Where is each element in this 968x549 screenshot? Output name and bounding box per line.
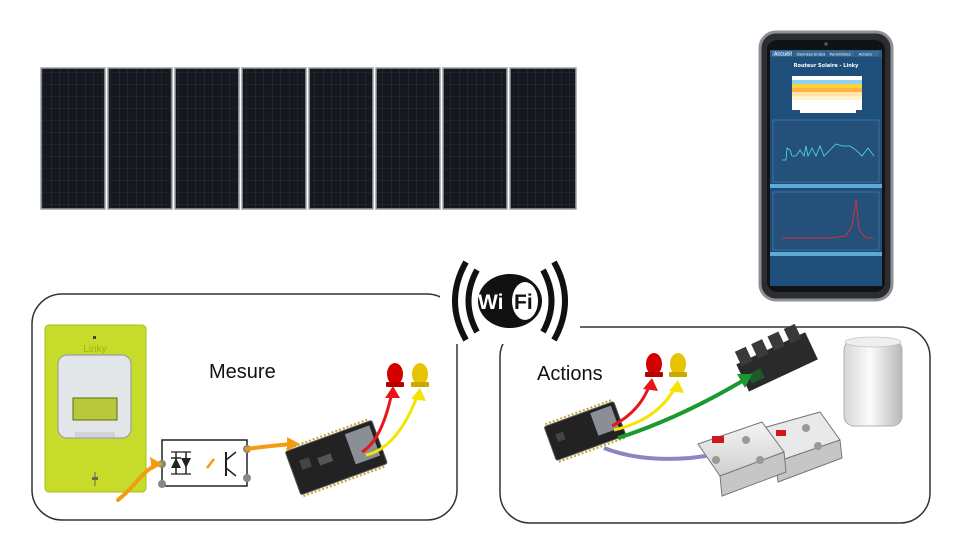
- yellow-wire-measure: [365, 393, 420, 457]
- triac-board-icon: [734, 323, 818, 392]
- wifi-logo-icon: Wi Fi: [440, 258, 580, 344]
- yellow-arrowhead: [411, 388, 426, 401]
- phone-tab-home: Accueil: [774, 52, 792, 58]
- solar-panel-icon: [241, 67, 307, 210]
- solar-panel-icon: [174, 67, 240, 210]
- actions-group-box: [499, 326, 931, 524]
- green-arrowhead: [737, 374, 752, 388]
- linky-meter-icon: [44, 324, 147, 493]
- water-heater-icon: [843, 336, 903, 427]
- solar-panel-icon: [509, 67, 577, 210]
- yellow-led-icon: [411, 363, 429, 387]
- solar-panel-icon: [442, 67, 508, 210]
- solid-state-relay-icon: [697, 421, 787, 497]
- esp32-board-icon: [544, 399, 626, 463]
- red-arrowhead: [643, 378, 658, 391]
- red-wire-measure: [361, 391, 394, 454]
- solar-panel-icon: [107, 67, 173, 210]
- measure-label: Mesure: [209, 361, 276, 383]
- solar-panel-array: [40, 67, 577, 210]
- yellow-led-icon: [669, 353, 687, 377]
- phone-tab-actions: Actions: [859, 53, 872, 57]
- measure-group-box: [31, 293, 458, 521]
- purple-wire-actions: [603, 446, 707, 461]
- phone-app-title: Routeur Solaire - Linky: [794, 63, 859, 69]
- orange-wire-board: [245, 442, 294, 451]
- yellow-wire-actions: [613, 385, 678, 432]
- orange-arrowhead: [287, 437, 300, 451]
- solar-panel-icon: [308, 67, 374, 210]
- green-wire-actions: [617, 378, 746, 440]
- phone-tab-raw: Données brutes: [797, 53, 826, 57]
- actions-label: Actions: [537, 363, 603, 385]
- phone-tab-params: Paramètres: [830, 53, 851, 57]
- meter-brand: Linky: [83, 344, 106, 355]
- red-arrowhead: [385, 386, 400, 398]
- yellow-arrowhead: [669, 380, 684, 393]
- smartphone-icon: [758, 30, 894, 302]
- red-led-icon: [645, 353, 663, 377]
- optocoupler-icon: [158, 439, 251, 488]
- wifi-text-right: Fi: [514, 291, 533, 314]
- solar-panel-icon: [375, 67, 441, 210]
- solar-panel-icon: [40, 67, 106, 210]
- red-led-icon: [386, 363, 404, 387]
- orange-arrowhead: [150, 457, 162, 470]
- esp32-board-icon: [285, 418, 388, 498]
- wifi-text-left: Wi: [478, 291, 503, 314]
- wire-group: [116, 374, 752, 502]
